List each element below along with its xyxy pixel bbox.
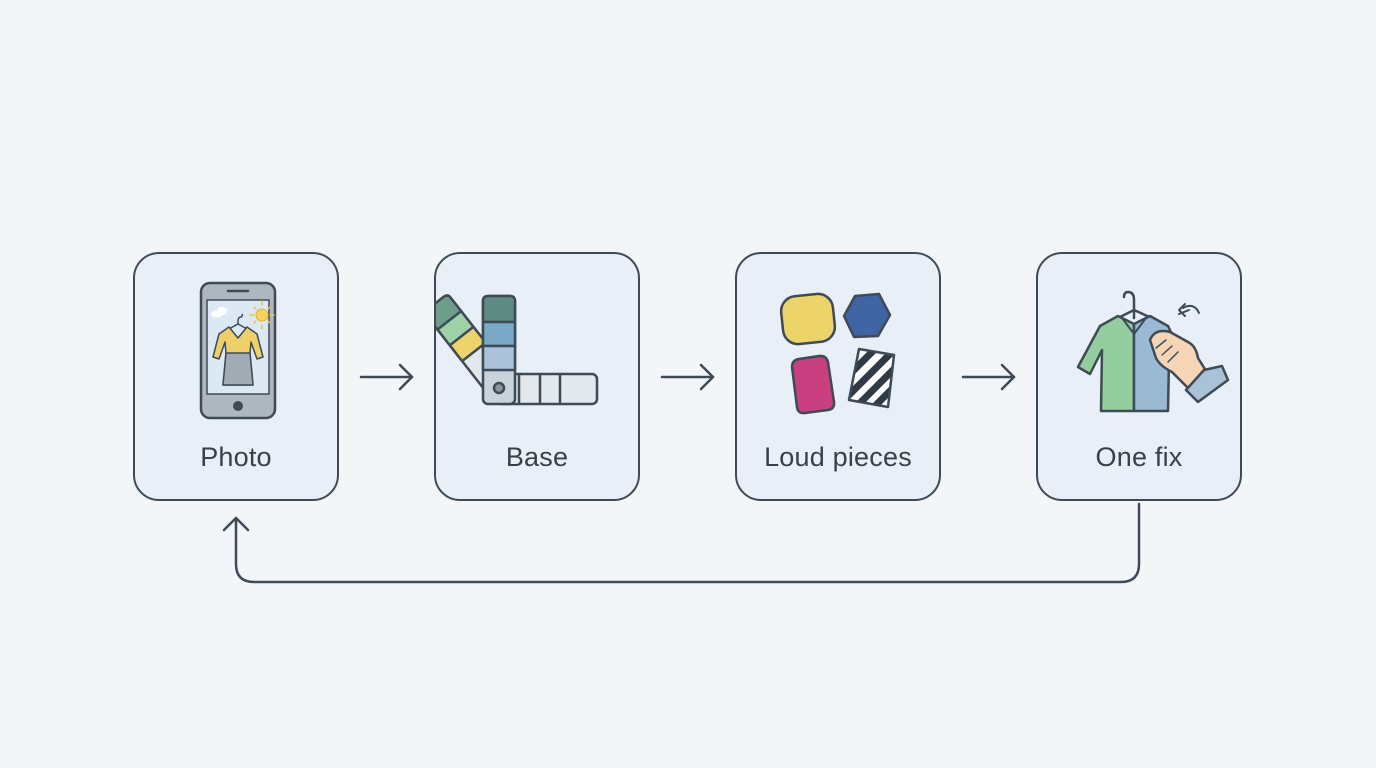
step-label-loud-pieces: Loud pieces bbox=[764, 442, 912, 472]
step-card-base: Base bbox=[434, 252, 640, 501]
phone-photo-icon bbox=[199, 281, 277, 420]
step-card-photo: Photo bbox=[133, 252, 339, 501]
step-card-one-fix: One fix bbox=[1036, 252, 1242, 501]
colorful-shapes-icon bbox=[779, 292, 896, 415]
arrow-loud-to-fix bbox=[961, 363, 1016, 391]
step-label-one-fix: One fix bbox=[1095, 442, 1183, 472]
step-label-photo: Photo bbox=[200, 442, 272, 472]
loop-back-arrow bbox=[222, 502, 1141, 584]
color-swatch-fan-icon bbox=[436, 294, 599, 406]
arrow-photo-to-base bbox=[359, 363, 414, 391]
step-label-base: Base bbox=[505, 442, 569, 472]
shirt-adjust-hand-icon bbox=[1076, 290, 1230, 413]
arrow-base-to-loud bbox=[660, 363, 715, 391]
step-card-loud-pieces: Loud pieces bbox=[735, 252, 941, 501]
